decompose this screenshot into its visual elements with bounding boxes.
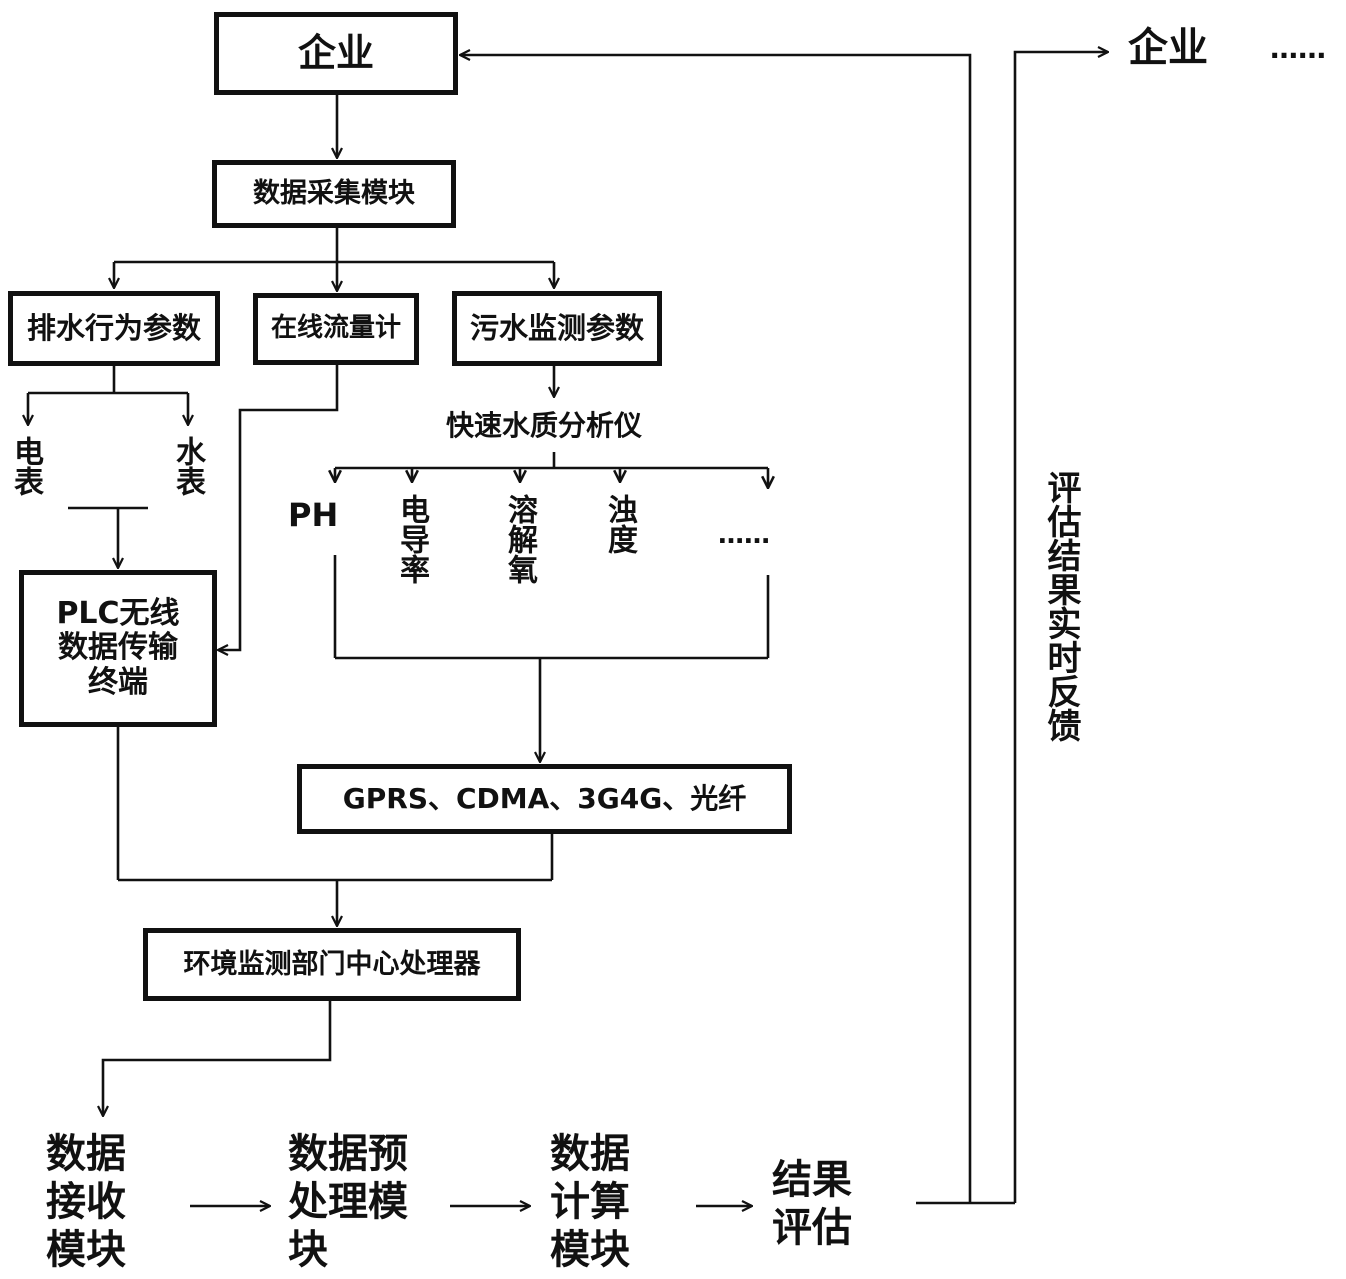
central-processor-box: 环境监测部门中心处理器 — [143, 928, 521, 1001]
arrow-feedback-to-enterprise — [460, 55, 972, 1203]
plc-terminal-box: PLC无线 数据传输 终端 — [19, 570, 217, 727]
evaluate-module: 结果 评估 — [772, 1156, 852, 1252]
collection-module-label: 数据采集模块 — [253, 178, 415, 210]
arrow-processor-to-receive — [103, 1000, 332, 1116]
receive-line-3: 模块 — [46, 1227, 126, 1273]
preprocess-module: 数据预 处理模 块 — [288, 1130, 408, 1274]
preprocess-line-3: 块 — [288, 1227, 328, 1273]
compute-module: 数据 计算 模块 — [550, 1130, 630, 1274]
drainage-params-box: 排水行为参数 — [8, 291, 220, 366]
other-enterprise-ellipsis: …… — [1270, 32, 1326, 65]
sewage-params-label: 污水监测参数 — [469, 310, 644, 345]
indicator-turbidity: 浊度 — [602, 494, 637, 554]
evaluate-line-2: 评估 — [772, 1205, 852, 1251]
preprocess-line-2: 处理模 — [288, 1179, 408, 1225]
sewage-params-box: 污水监测参数 — [452, 291, 662, 366]
plc-line-2: 数据传输 — [58, 630, 178, 666]
indicator-conductivity: 电导率 — [394, 494, 429, 584]
collection-module-box: 数据采集模块 — [212, 160, 456, 228]
indicator-more: …… — [718, 520, 770, 550]
feedback-label: 评估结果实时反馈 — [1041, 470, 1081, 742]
plc-line-3: 终端 — [88, 664, 148, 700]
receive-line-1: 数据 — [46, 1131, 126, 1177]
arrow-feedback-to-other-enterprise — [1013, 52, 1108, 1203]
water-meter-label: 水表 — [170, 436, 205, 496]
indicator-dissolved-oxygen: 溶解氧 — [502, 494, 537, 584]
preprocess-line-1: 数据预 — [288, 1131, 408, 1177]
compute-line-1: 数据 — [550, 1131, 630, 1177]
central-processor-label: 环境监测部门中心处理器 — [183, 948, 481, 980]
analyzer-label: 快速水质分析仪 — [446, 409, 643, 442]
plc-line-1: PLC无线 — [56, 595, 180, 631]
receive-module: 数据 接收 模块 — [46, 1130, 126, 1274]
arrow-flowmeter-to-plc — [218, 365, 339, 650]
flowmeter-box: 在线流量计 — [253, 293, 419, 365]
indicator-ph: PH — [288, 496, 339, 534]
electric-meter-label: 电表 — [8, 436, 43, 496]
compute-line-2: 计算 — [550, 1179, 630, 1225]
enterprise-label: 企业 — [297, 30, 374, 75]
evaluate-line-1: 结果 — [772, 1157, 852, 1203]
compute-line-3: 模块 — [550, 1227, 630, 1273]
receive-line-2: 接收 — [46, 1179, 126, 1225]
flowmeter-label: 在线流量计 — [270, 313, 401, 344]
drainage-params-label: 排水行为参数 — [26, 310, 201, 345]
network-box: GPRS、CDMA、3G4G、光纤 — [297, 764, 792, 834]
other-enterprise-label: 企业 — [1128, 25, 1208, 71]
network-label: GPRS、CDMA、3G4G、光纤 — [342, 781, 747, 815]
enterprise-box: 企业 — [214, 12, 458, 95]
